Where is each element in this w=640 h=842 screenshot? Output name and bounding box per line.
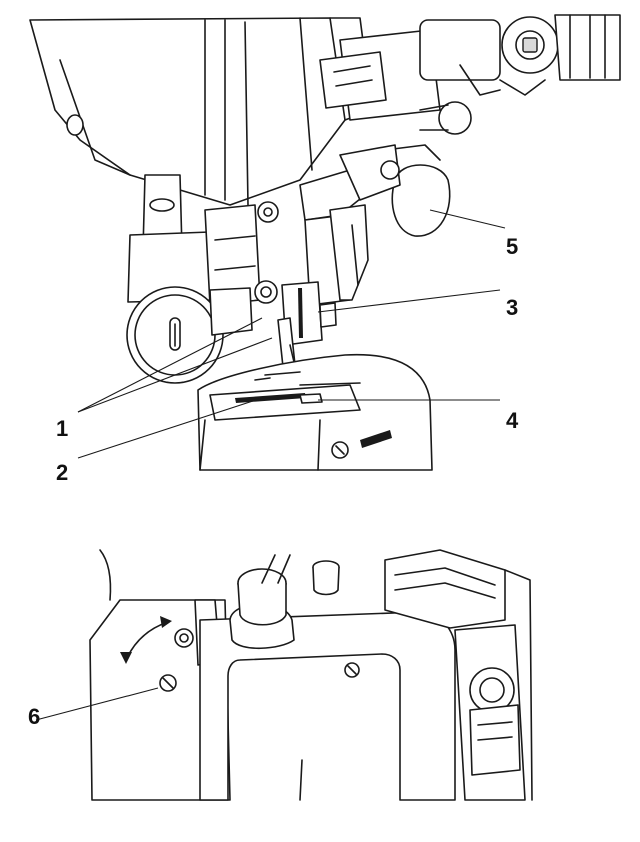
callout-4: 4 xyxy=(506,408,519,433)
callout-3: 3 xyxy=(506,295,519,320)
handwheel xyxy=(126,286,253,384)
leader-lines-top xyxy=(77,209,506,459)
machine-head-housing xyxy=(29,17,373,206)
control-knob-and-housing xyxy=(199,554,456,801)
needle-and-presser-foot xyxy=(254,280,337,386)
callout-5: 5 xyxy=(506,234,519,259)
callout-6: 6 xyxy=(28,704,41,729)
right-side-mechanism xyxy=(384,549,533,801)
presser-bar-assembly xyxy=(127,144,401,306)
upper-right-mechanism xyxy=(319,14,621,135)
callout-2: 2 xyxy=(56,460,69,485)
leader-lines-bottom xyxy=(35,687,159,721)
callout-1: 1 xyxy=(56,416,69,441)
needle-plate-and-bed xyxy=(197,353,433,471)
